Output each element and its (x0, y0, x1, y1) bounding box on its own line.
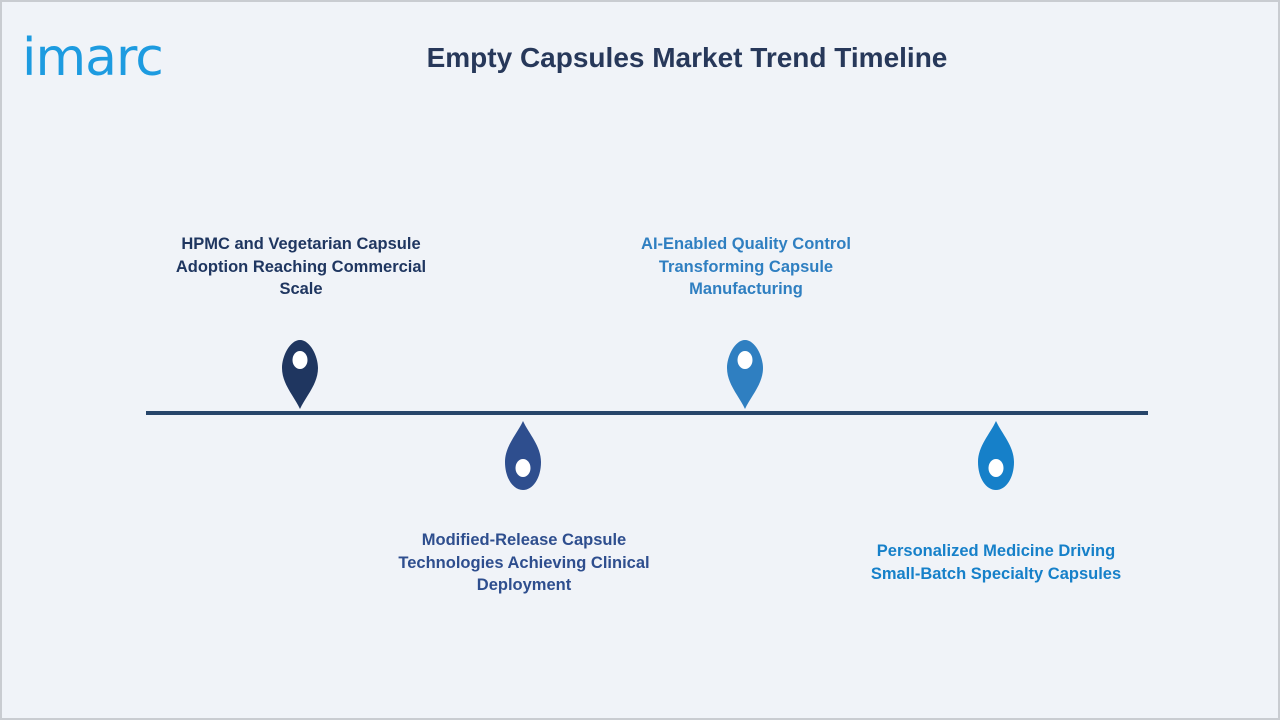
imarc-logo: imarc (22, 30, 212, 86)
drop-icon-milestone-2 (503, 420, 543, 492)
milestone-label-3: AI-Enabled Quality Control Transforming … (641, 235, 851, 298)
drop-icon-milestone-4 (976, 420, 1016, 492)
milestone-label-2: Modified-Release Capsule Technologies Ac… (398, 531, 650, 594)
pin-icon-milestone-3 (725, 338, 765, 410)
pin-icon-milestone-1 (280, 338, 320, 410)
logo-text: imarc (22, 28, 164, 88)
milestone-label-4: Personalized Medicine Driving Small-Batc… (870, 542, 1122, 583)
milestone-label-1: HPMC and Vegetarian Capsule Adoption Rea… (175, 235, 427, 298)
page-title: Empty Capsules Market Trend Timeline (426, 42, 948, 73)
timeline-line (146, 411, 1148, 415)
